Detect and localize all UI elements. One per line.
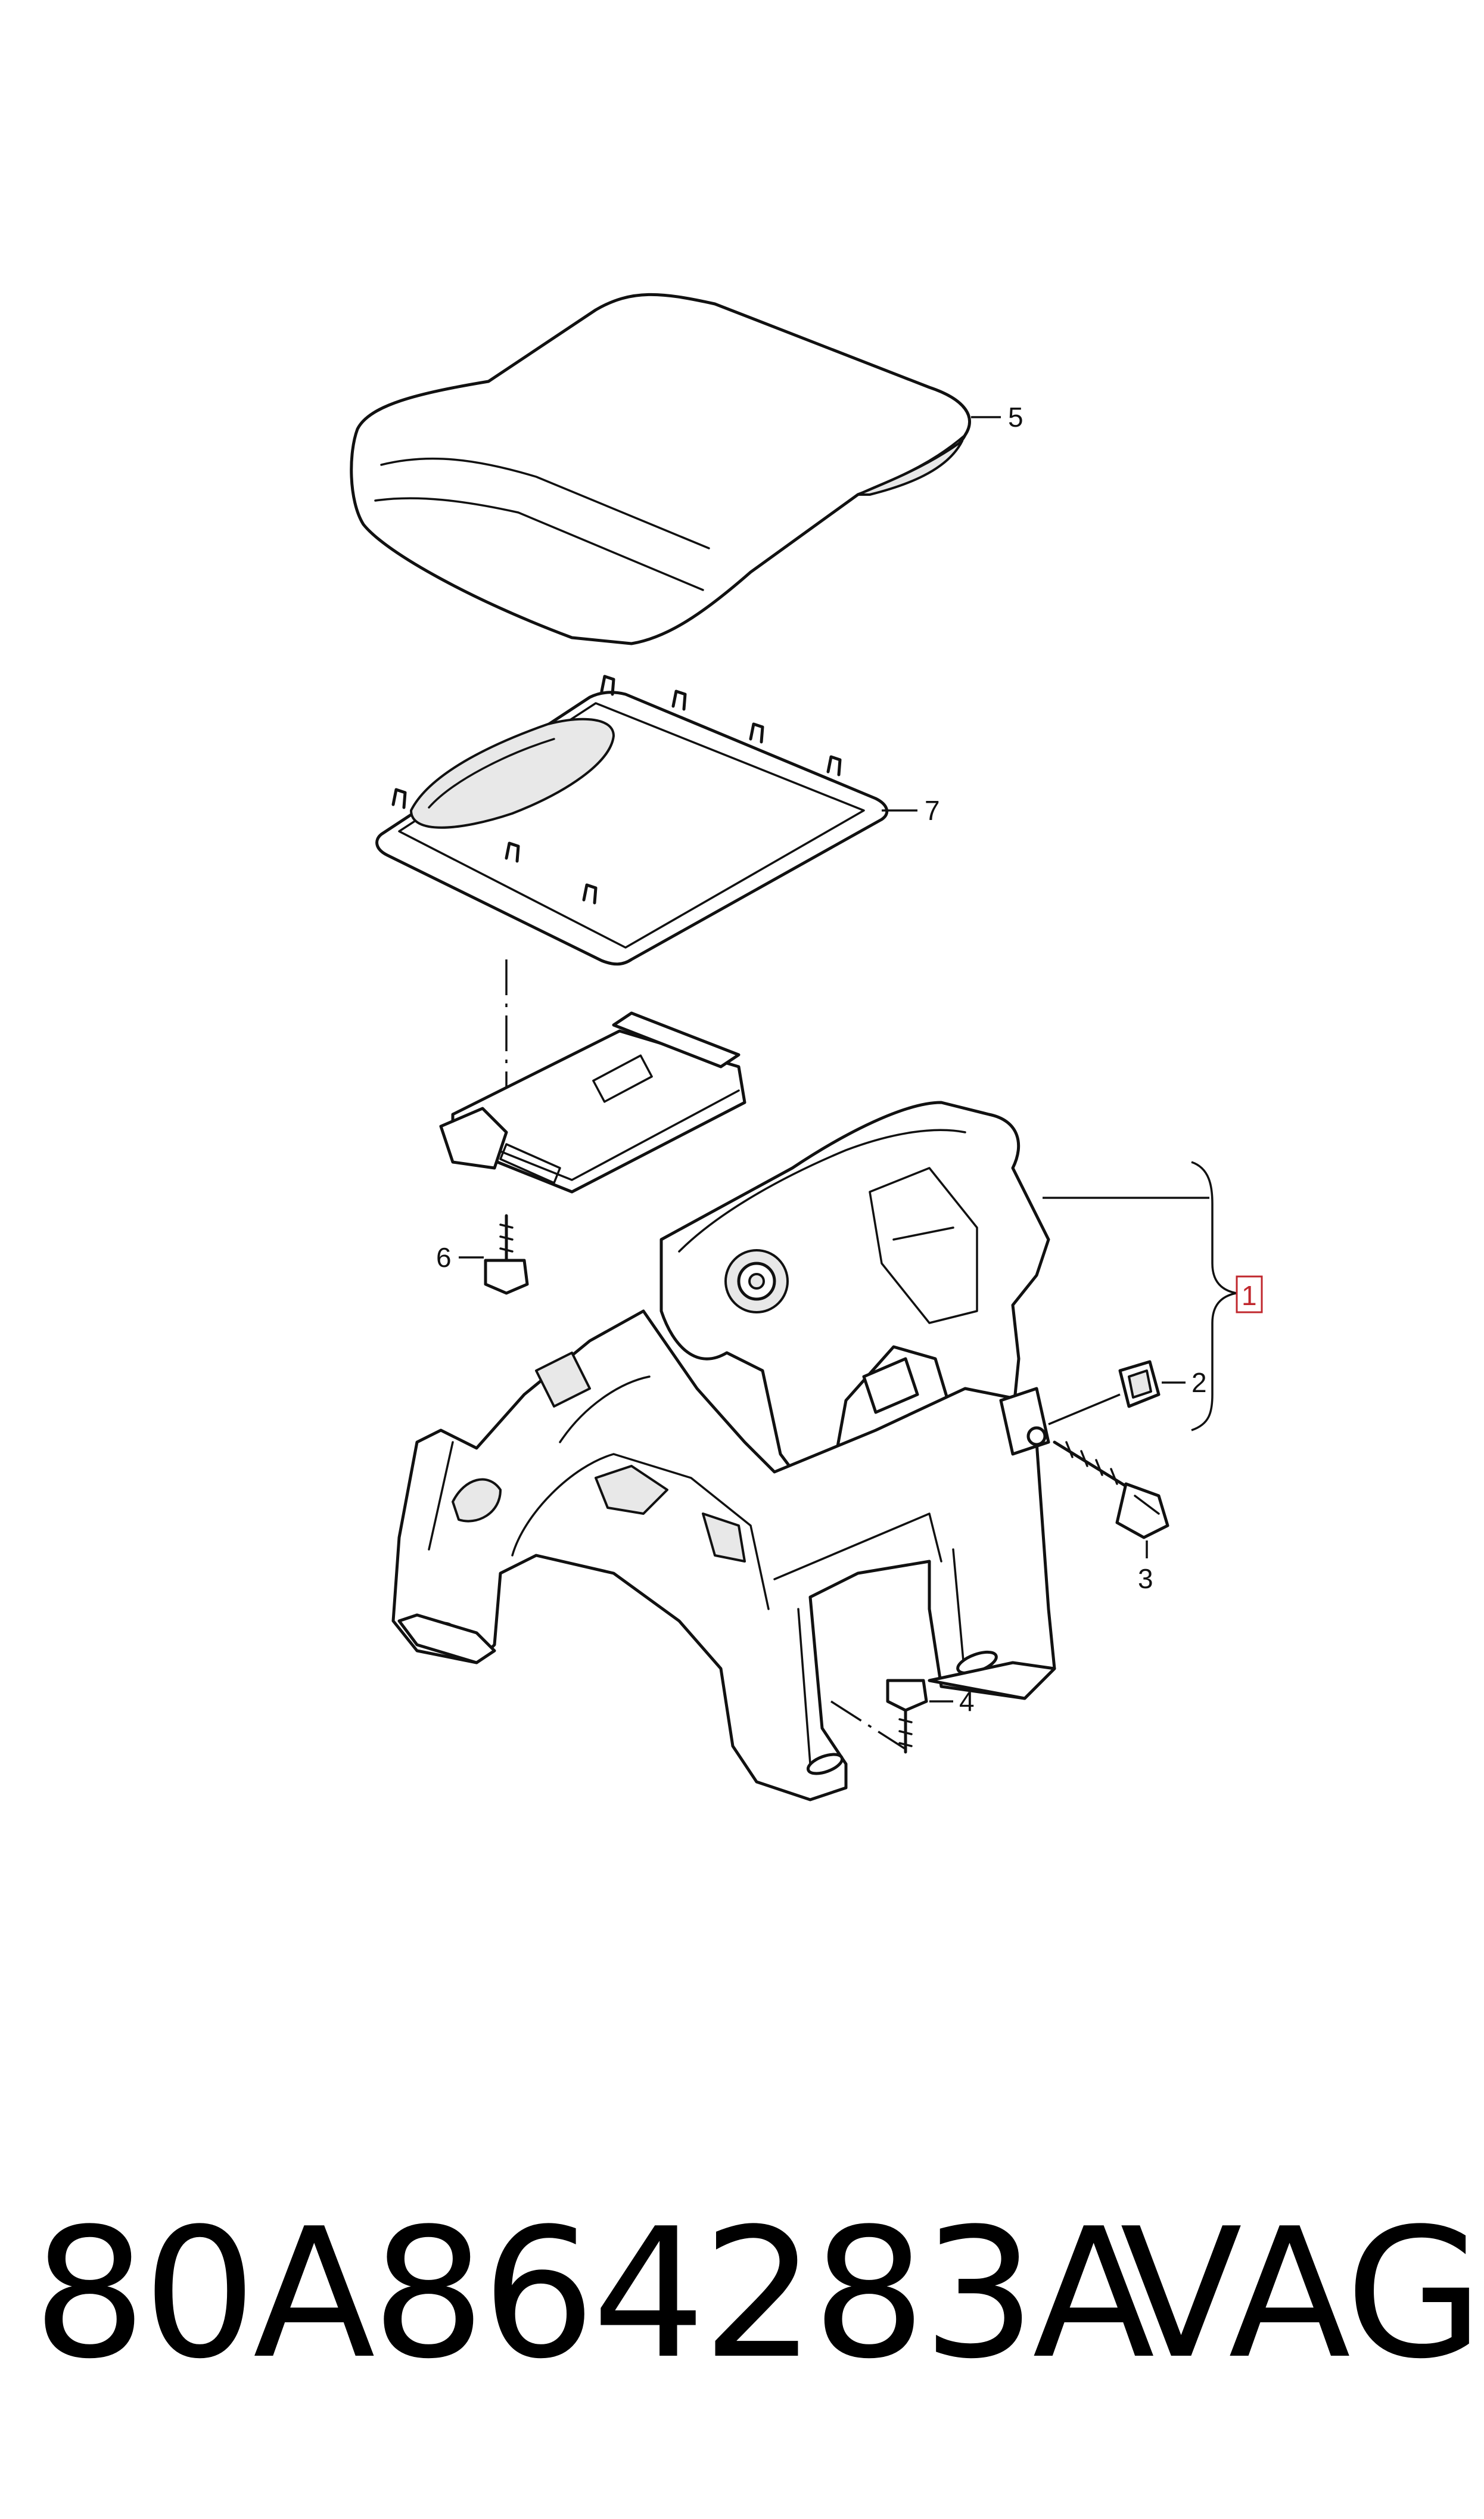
lid-frame-part[interactable] bbox=[375, 675, 889, 966]
callout-7: 7 bbox=[925, 795, 940, 826]
bolt-part-4[interactable] bbox=[886, 1679, 928, 1754]
callout-2: 2 bbox=[1191, 1367, 1207, 1398]
assembly-line-lower bbox=[830, 1700, 906, 1750]
callout-1: 1 bbox=[1242, 1280, 1257, 1311]
callout-6: 6 bbox=[436, 1242, 452, 1273]
armrest-cushion-part[interactable] bbox=[350, 293, 971, 645]
brand-label: VAG bbox=[1120, 2190, 1483, 2398]
armrest-bracket-assembly[interactable] bbox=[391, 1011, 1056, 1801]
callout-1-highlight-box bbox=[1236, 1275, 1263, 1313]
bolt-part-6[interactable] bbox=[484, 1214, 529, 1295]
callout-4: 4 bbox=[959, 1686, 975, 1717]
callout-5: 5 bbox=[1008, 402, 1023, 433]
leader-line-2-part bbox=[1048, 1393, 1121, 1425]
part-number-label: 80A864283A bbox=[33, 2190, 1155, 2398]
bolt-part-3[interactable] bbox=[1053, 1440, 1169, 1539]
clip-nut-part[interactable] bbox=[1118, 1360, 1161, 1408]
callout-3: 3 bbox=[1138, 1563, 1153, 1594]
